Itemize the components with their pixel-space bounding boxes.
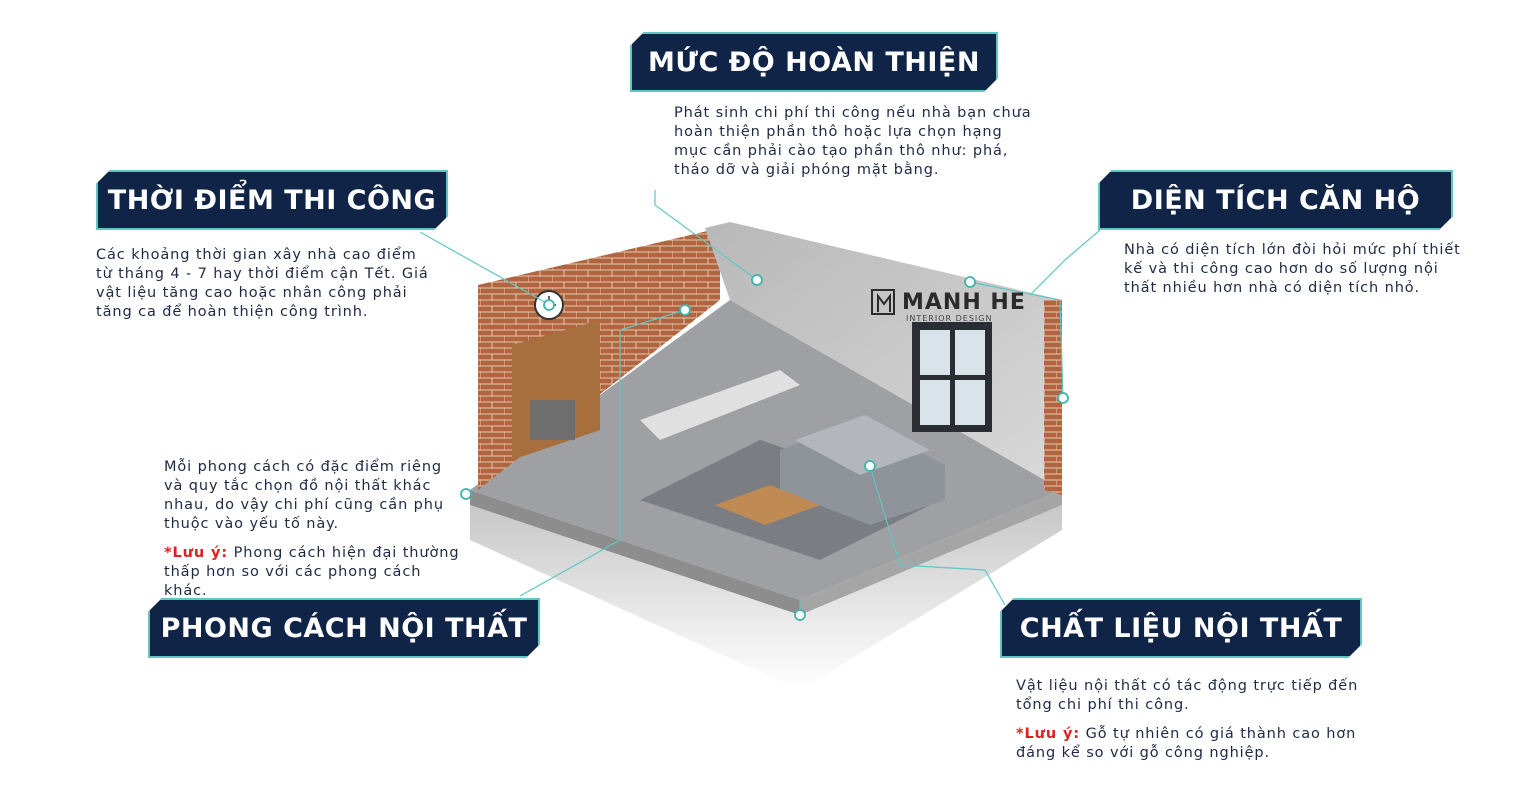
construction-time-desc-text: Các khoảng thời gian xây nhà cao điểm từ… (96, 247, 429, 320)
coffee-table (715, 485, 820, 525)
apartment-area-title-text: DIỆN TÍCH CĂN HỘ (1130, 184, 1421, 216)
interior-style-note-text: Phong cách hiện đại thường thấp hơn so v… (164, 545, 460, 599)
dot-sofa (864, 460, 876, 472)
interior-material-note-text: Gỗ tự nhiên có giá thành cao hơn đáng kể… (1016, 726, 1357, 761)
interior-style-desc: Mỗi phong cách có đặc điểm riêng và quy … (164, 458, 464, 601)
interior-material-title-text: CHẤT LIỆU NỘI THẤT (1019, 612, 1343, 644)
connector-interior-material (869, 465, 1006, 606)
right-brick-wall (1044, 300, 1062, 495)
connector-finish-level (654, 190, 758, 281)
connector-apartment-area (1029, 229, 1101, 296)
interior-style-title: PHONG CÁCH NỘI THẤT (148, 598, 540, 658)
dot-kitchen (679, 304, 691, 316)
brand-logo: MANH HE INTERIOR DESIGN (870, 288, 1026, 323)
finish-level-desc: Phát sinh chi phí thi công nếu nhà bạn c… (674, 104, 1034, 180)
interior-material-desc-text: Vật liệu nội thất có tác động trực tiếp … (1016, 678, 1359, 713)
floor-slab-right (800, 490, 1062, 615)
dot-style-left (460, 488, 472, 500)
dot-area-top (964, 276, 976, 288)
brand-mark-icon (871, 289, 895, 315)
interior-style-note-label: *Lưu ý: (164, 545, 229, 561)
connector-construction-time (419, 231, 551, 306)
brand-name: MANH HE (902, 289, 1026, 315)
dot-area-right (1057, 392, 1069, 404)
ground-shadow (470, 505, 1062, 690)
kitchen-island (640, 370, 800, 440)
floor-slab-left (470, 490, 800, 615)
brand-tagline: INTERIOR DESIGN (906, 314, 993, 323)
construction-time-title: THỜI ĐIỂM THI CÔNG (96, 170, 448, 230)
apartment-area-title: DIỆN TÍCH CĂN HỘ (1098, 170, 1453, 230)
connector-area-right (969, 281, 1064, 399)
interior-style-title-text: PHONG CÁCH NỘI THẤT (160, 612, 528, 644)
dot-construction-time (543, 299, 555, 311)
interior-material-title: CHẤT LIỆU NỘI THẤT (1000, 598, 1362, 658)
apartment-area-desc: Nhà có diện tích lớn đòi hỏi mức phí thi… (1124, 241, 1474, 298)
interior-material-note-label: *Lưu ý: (1016, 726, 1081, 742)
construction-time-title-text: THỜI ĐIỂM THI CÔNG (107, 184, 437, 216)
apartment-area-desc-text: Nhà có diện tích lớn đòi hỏi mức phí thi… (1124, 242, 1461, 296)
interior-material-desc: Vật liệu nội thất có tác động trực tiếp … (1016, 677, 1366, 763)
interior-style-note: *Lưu ý: Phong cách hiện đại thường thấp … (164, 544, 464, 601)
dot-bottom (794, 609, 806, 621)
finish-level-desc-text: Phát sinh chi phí thi công nếu nhà bạn c… (674, 105, 1032, 178)
interior-material-note: *Lưu ý: Gỗ tự nhiên có giá thành cao hơn… (1016, 725, 1366, 763)
dot-finish-level (751, 274, 763, 286)
interior-style-desc-text: Mỗi phong cách có đặc điểm riêng và quy … (164, 459, 444, 532)
finish-level-title-text: MỨC ĐỘ HOÀN THIỆN (648, 46, 980, 78)
finish-level-title: MỨC ĐỘ HOÀN THIỆN (630, 32, 998, 92)
construction-time-desc: Các khoảng thời gian xây nhà cao điểm từ… (96, 246, 436, 322)
